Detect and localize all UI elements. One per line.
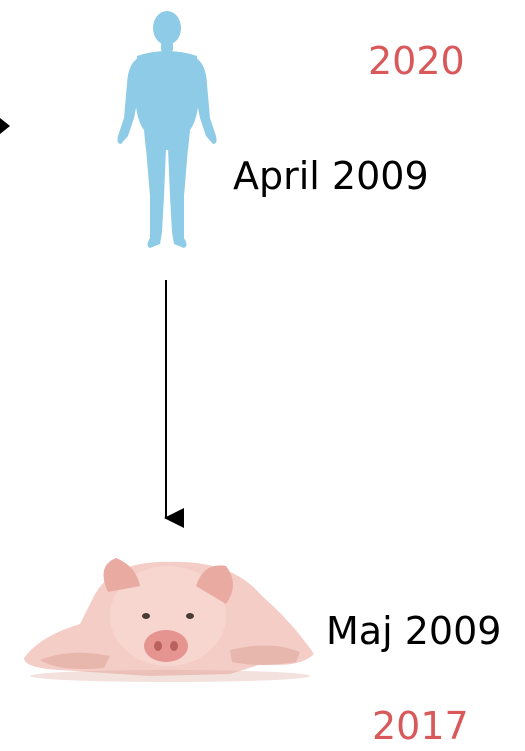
human-body-silhouette-icon [117,11,216,248]
year-label-top: 2020 [368,42,465,80]
pig-date-label: Maj 2009 [326,612,501,650]
incoming-arrow-head [0,118,10,134]
year-label-bottom: 2017 [372,707,469,745]
human-date-label: April 2009 [233,157,429,195]
piglet-icon [24,558,314,682]
